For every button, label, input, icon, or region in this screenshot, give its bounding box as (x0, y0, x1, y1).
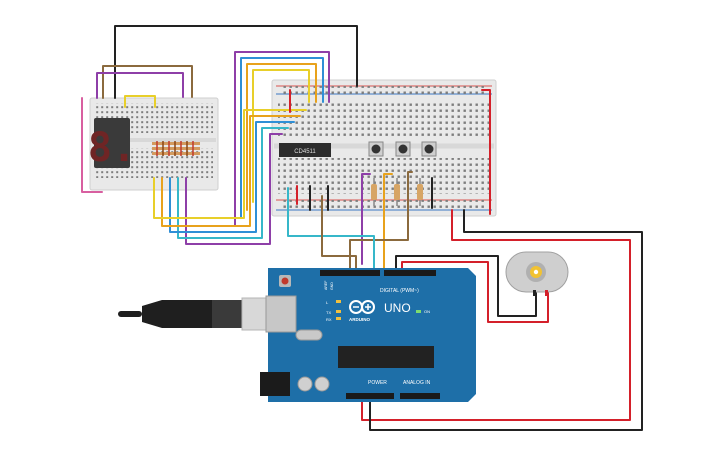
wire-orange-lower[interactable] (161, 115, 301, 227)
wire-orange-top[interactable] (246, 63, 317, 211)
crystal-oscillator (295, 329, 323, 341)
digital-header[interactable] (320, 270, 436, 276)
push-button-3[interactable] (421, 141, 437, 157)
analog-header-label: ANALOG IN (403, 380, 431, 386)
wire-purple-left[interactable] (96, 72, 184, 99)
wire-purple-top[interactable] (234, 51, 330, 227)
analog-header[interactable] (400, 393, 440, 399)
wire-blue-lower[interactable] (169, 121, 295, 233)
wire-pink-left[interactable] (81, 97, 103, 193)
wire-yellow-small[interactable] (124, 95, 156, 108)
wire-red-bb-right[interactable] (481, 89, 491, 215)
pulldown-resistor-2[interactable] (394, 178, 400, 206)
usb-cable[interactable] (118, 297, 269, 331)
power-header-label: POWER (368, 380, 387, 386)
wire-cyan-arduino[interactable] (287, 187, 375, 269)
wire-purple-lower[interactable] (185, 133, 283, 245)
seven-segment-digit: 8. (88, 125, 136, 171)
arduino-logo (349, 300, 375, 314)
tx-led-label: TX (326, 310, 331, 315)
wire-brown-btn[interactable] (349, 171, 413, 269)
gnd-label: GND (330, 282, 334, 290)
pulldown-resistor-3[interactable] (417, 178, 423, 206)
wire-orange-btn[interactable] (383, 173, 393, 271)
power-header[interactable] (346, 393, 394, 399)
wire-black-top[interactable] (114, 25, 358, 99)
arduino-uno-board[interactable]: DIGITAL (PWM~) AREF GND L TX RX UNO ARDU… (260, 268, 476, 402)
uno-label: UNO (384, 301, 411, 315)
wire-purple-btn[interactable] (361, 173, 371, 265)
atmega-chip (338, 346, 434, 368)
wire-brown-loop[interactable] (102, 65, 193, 99)
digital-header-label: DIGITAL (PWM~) (380, 288, 419, 294)
seven-segment-display[interactable]: 8. (88, 118, 136, 171)
on-led-label: ON (424, 309, 430, 314)
wire-black-power[interactable] (369, 209, 643, 431)
rx-led-label: RX (326, 317, 332, 322)
l-led-label: L (326, 300, 329, 305)
dc-motor[interactable] (505, 251, 569, 296)
aref-label: AREF (324, 281, 328, 290)
pulldown-resistor-1[interactable] (371, 178, 377, 206)
wires (81, 25, 643, 431)
cd4511-chip[interactable]: CD4511 (279, 143, 331, 157)
arduino-brand-label: ARDUINO (349, 317, 370, 322)
chip-label: CD4511 (294, 149, 316, 155)
wire-black-motor[interactable] (395, 255, 537, 317)
push-button-2[interactable] (395, 141, 411, 157)
wire-brown-arduino[interactable] (321, 195, 357, 269)
wire-yellow-lower[interactable] (153, 109, 307, 219)
push-button-1[interactable] (368, 141, 384, 157)
wire-blue-top[interactable] (240, 57, 324, 219)
wire-red-power[interactable] (361, 209, 631, 421)
resistor-bank[interactable] (152, 141, 200, 156)
wire-yellow-top[interactable] (252, 69, 310, 203)
wire-red-motor[interactable] (401, 261, 549, 323)
